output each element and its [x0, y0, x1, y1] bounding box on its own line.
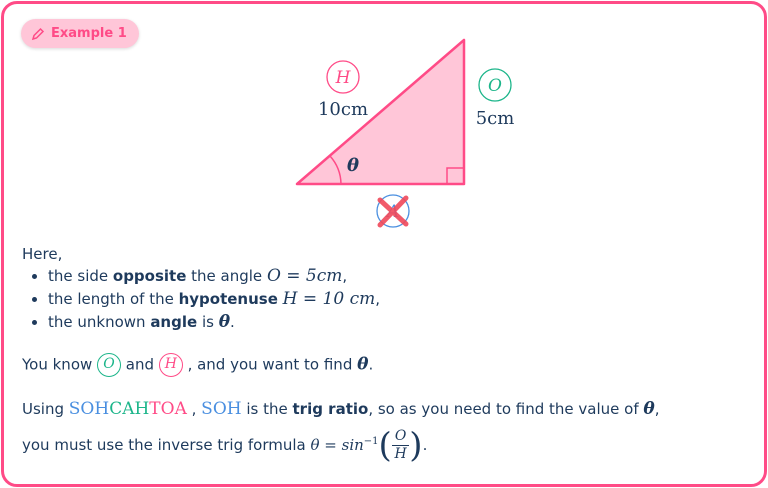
opp-circle-inline: O: [97, 353, 122, 377]
opp-length: 5cm: [476, 108, 515, 129]
formula-paragraph: you must use the inverse trig formula θ …: [22, 425, 428, 466]
angle-arc: [329, 155, 342, 185]
using-paragraph: Using SOHCAHTOA , SOH is the trig ratio,…: [22, 399, 660, 419]
intro-text: Here,: [22, 245, 63, 263]
know-paragraph: You know O and H , and you want to find …: [22, 353, 373, 377]
right-triangle: [295, 38, 466, 186]
hyp-length: 10cm: [318, 99, 368, 120]
badge-label: Example 1: [51, 26, 127, 41]
hyp-label: H: [335, 68, 352, 88]
opp-circle: [478, 68, 512, 102]
list-item: the length of the hypotenuse H = 10 cm,: [48, 288, 380, 311]
list-item: the unknown angle is θ.: [48, 311, 380, 334]
cross-icon: [377, 195, 409, 228]
pencil-icon: [31, 27, 45, 40]
bullet-list: the side opposite the angle O = 5cm, the…: [22, 265, 380, 334]
angle-label: θ: [347, 155, 359, 176]
hyp-circle-inline: H: [158, 353, 183, 377]
triangle-diagram: H 10cm O 5cm θ A: [295, 38, 515, 228]
opp-label: O: [488, 76, 502, 96]
right-angle-marker: [446, 167, 465, 185]
hyp-circle: [326, 60, 360, 94]
example-badge: Example 1: [21, 19, 139, 48]
list-item: the side opposite the angle O = 5cm,: [48, 265, 380, 288]
